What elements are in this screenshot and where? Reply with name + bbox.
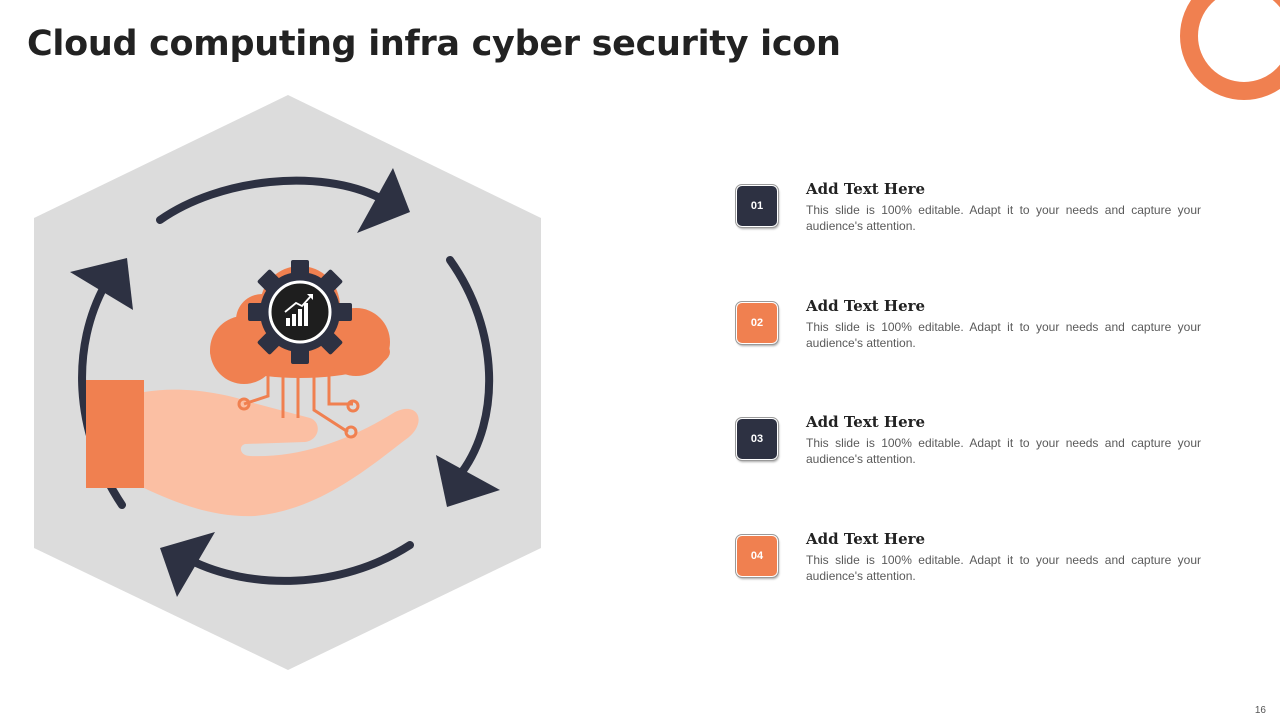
item-description: This slide is 100% editable. Adapt it to…	[806, 553, 1201, 583]
item-heading: Add Text Here	[806, 413, 926, 431]
item-description: This slide is 100% editable. Adapt it to…	[806, 320, 1201, 350]
list-item: 01 Add Text Here This slide is 100% edit…	[735, 180, 1206, 250]
item-description: This slide is 100% editable. Adapt it to…	[806, 436, 1201, 466]
list-item: 02 Add Text Here This slide is 100% edit…	[735, 297, 1206, 367]
hand-icon	[86, 380, 419, 517]
list-item: 04 Add Text Here This slide is 100% edit…	[735, 530, 1206, 600]
slide-title: Cloud computing infra cyber security ico…	[27, 24, 841, 64]
cloud-security-illustration	[34, 95, 541, 670]
number-badge: 01	[735, 184, 779, 228]
number-badge: 04	[735, 534, 779, 578]
item-description: This slide is 100% editable. Adapt it to…	[806, 203, 1201, 233]
item-heading: Add Text Here	[806, 530, 926, 548]
growth-chart-icon	[284, 294, 313, 326]
arrow-heads	[70, 168, 500, 597]
item-heading: Add Text Here	[806, 180, 926, 198]
list-item: 03 Add Text Here This slide is 100% edit…	[735, 413, 1206, 483]
decorative-ring	[1180, 0, 1280, 100]
number-badge: 02	[735, 301, 779, 345]
page-number: 16	[1254, 705, 1266, 716]
hexagon-background	[34, 95, 541, 670]
item-heading: Add Text Here	[806, 297, 926, 315]
circuit-nodes	[237, 397, 360, 439]
number-badge: 03	[735, 417, 779, 461]
circuit-lines	[243, 372, 353, 434]
